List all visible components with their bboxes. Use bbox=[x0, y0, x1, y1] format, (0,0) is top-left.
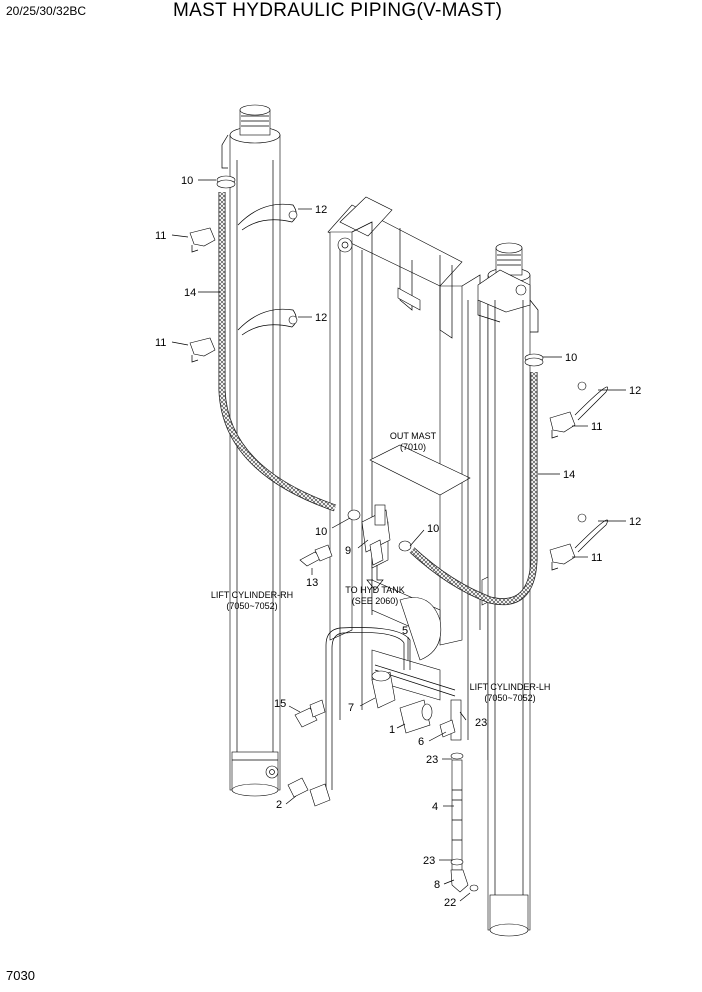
callout-6: 6 bbox=[418, 736, 424, 748]
callout-10: 10 bbox=[181, 175, 193, 187]
tee-fitting-9 bbox=[361, 504, 391, 591]
callout-11: 11 bbox=[155, 337, 166, 349]
hose-clamps-10 bbox=[216, 175, 544, 552]
connectors-2-15 bbox=[287, 699, 331, 807]
model-code: 20/25/30/32BC bbox=[6, 4, 87, 18]
callout-10: 10 bbox=[427, 523, 439, 535]
note-lift-cylinder-rh-ref: (7050~7052) bbox=[226, 601, 277, 611]
note-to-hyd-tank: TO HYD TANK bbox=[345, 585, 405, 595]
callout-5: 5 bbox=[402, 625, 408, 637]
hose-4 bbox=[450, 699, 479, 893]
callout-7: 7 bbox=[348, 702, 354, 714]
note-to-hyd-tank-ref: (SEE 2060) bbox=[352, 596, 399, 606]
note-lift-cylinder-rh: LIFT CYLINDER-RH bbox=[211, 590, 293, 600]
callout-23: 23 bbox=[426, 754, 438, 766]
callout-15: 15 bbox=[274, 698, 286, 710]
note-lift-cylinder-lh: LIFT CYLINDER-LH bbox=[470, 682, 551, 692]
callout-10: 10 bbox=[315, 526, 327, 538]
callout-2: 2 bbox=[276, 799, 282, 811]
callout-11: 11 bbox=[591, 552, 602, 564]
callout-23: 23 bbox=[475, 717, 487, 729]
callout-13: 13 bbox=[306, 577, 318, 589]
callout-22: 22 bbox=[444, 897, 456, 909]
callout-23: 23 bbox=[423, 855, 435, 867]
callout-12: 12 bbox=[629, 516, 641, 528]
callout-8: 8 bbox=[434, 879, 440, 891]
callout-12: 12 bbox=[315, 204, 327, 216]
callout-12: 12 bbox=[315, 312, 327, 324]
clips-12 bbox=[237, 203, 608, 553]
callout-10: 10 bbox=[565, 352, 577, 364]
callout-14: 14 bbox=[563, 469, 575, 481]
callout-14: 14 bbox=[184, 287, 196, 299]
callout-1: 1 bbox=[389, 724, 395, 736]
callout-9: 9 bbox=[345, 545, 351, 557]
brackets-11 bbox=[189, 227, 576, 571]
note-out-mast-ref: (7010) bbox=[400, 442, 426, 452]
hose-14-left bbox=[218, 192, 337, 512]
connector-13 bbox=[299, 544, 333, 567]
callout-11: 11 bbox=[591, 421, 602, 433]
callout-labels: 10 12 11 14 12 11 10 12 11 14 12 11 10 9… bbox=[155, 175, 641, 909]
callout-11: 11 bbox=[155, 230, 166, 242]
page-title: MAST HYDRAULIC PIPING(V-MAST) bbox=[173, 0, 503, 21]
note-labels: OUT MAST (7010) LIFT CYLINDER-RH (7050~7… bbox=[211, 431, 551, 703]
callout-12: 12 bbox=[629, 385, 641, 397]
page-number: 7030 bbox=[6, 968, 35, 983]
valve-fittings-1-6-7 bbox=[371, 670, 456, 738]
hose-14-right bbox=[409, 372, 538, 606]
leader-lines bbox=[171, 179, 626, 902]
note-out-mast: OUT MAST bbox=[390, 431, 437, 441]
out-mast-frame bbox=[327, 196, 481, 701]
note-lift-cylinder-lh-ref: (7050~7052) bbox=[484, 693, 535, 703]
lift-cylinder-rh bbox=[221, 104, 281, 797]
callout-4: 4 bbox=[432, 801, 438, 813]
